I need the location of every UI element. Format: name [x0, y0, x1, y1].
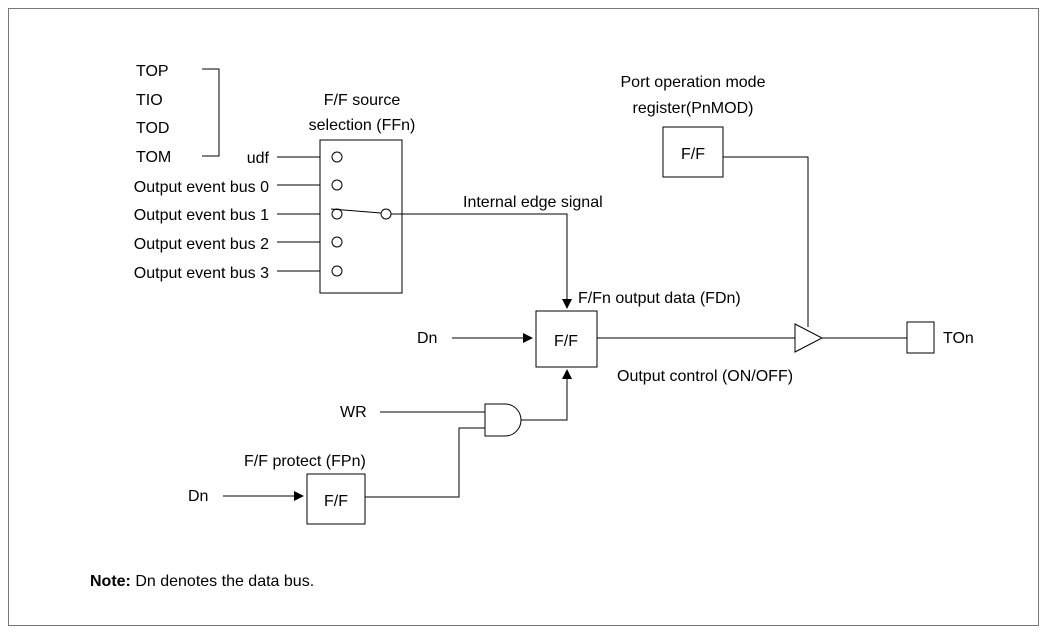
- output-control-label: Output control (ON/OFF): [617, 368, 793, 385]
- and-output-line: [521, 369, 572, 421]
- wr-label: WR: [340, 404, 367, 421]
- selector-title-2: selection (FFn): [309, 117, 416, 134]
- output-ff-box: [535, 310, 598, 368]
- input-bus-2: Output event bus 2: [134, 236, 269, 253]
- footnote: Note: Dn denotes the data bus.: [90, 573, 314, 591]
- and-gate: [484, 403, 522, 437]
- contact-bus-2: [331, 236, 343, 248]
- contact-udf: [331, 151, 343, 163]
- switch-common: [380, 208, 392, 220]
- label-tio: TIO: [136, 92, 163, 109]
- label-tom: TOM: [136, 149, 171, 166]
- port-mode-ff-label: F/F: [681, 146, 705, 163]
- note-prefix: Note:: [90, 573, 131, 590]
- switch-arm: [330, 208, 382, 214]
- port-mode-title-1: Port operation mode: [621, 74, 766, 91]
- contact-bus-3: [331, 265, 343, 277]
- input-udf: udf: [247, 150, 270, 167]
- protect-ff-box: [306, 473, 366, 525]
- port-mode-title-2: register(PnMOD): [633, 100, 754, 117]
- output-ff-label: F/F: [554, 333, 578, 350]
- ton-pin-box: [906, 321, 935, 354]
- port-mode-ff-box: [662, 126, 724, 178]
- source-bracket: [202, 68, 220, 157]
- output-ff-title: F/Fn output data (FDn): [578, 290, 741, 307]
- input-bus-3: Output event bus 3: [134, 265, 269, 282]
- input-bus-1: Output event bus 1: [134, 207, 269, 224]
- output-buffer: [794, 323, 824, 353]
- protect-to-and-line: [365, 427, 485, 498]
- contact-bus-0: [331, 179, 343, 191]
- diagram-frame: [8, 8, 1039, 626]
- selector-title-1: F/F source: [324, 92, 401, 109]
- protect-ff-label: F/F: [324, 493, 348, 510]
- internal-edge-line: [391, 213, 572, 309]
- port-mode-control-line: [723, 156, 809, 327]
- input-bus-0: Output event bus 0: [134, 179, 269, 196]
- protect-title: F/F protect (FPn): [244, 453, 366, 470]
- internal-edge-label: Internal edge signal: [463, 194, 603, 211]
- label-top: TOP: [136, 63, 169, 80]
- label-tod: TOD: [136, 120, 169, 137]
- note-text: Dn denotes the data bus.: [130, 573, 315, 590]
- ton-label: TOn: [943, 330, 974, 347]
- output-ff-dn: Dn: [417, 330, 437, 347]
- contact-bus-1: [331, 208, 343, 220]
- protect-dn: Dn: [188, 488, 208, 505]
